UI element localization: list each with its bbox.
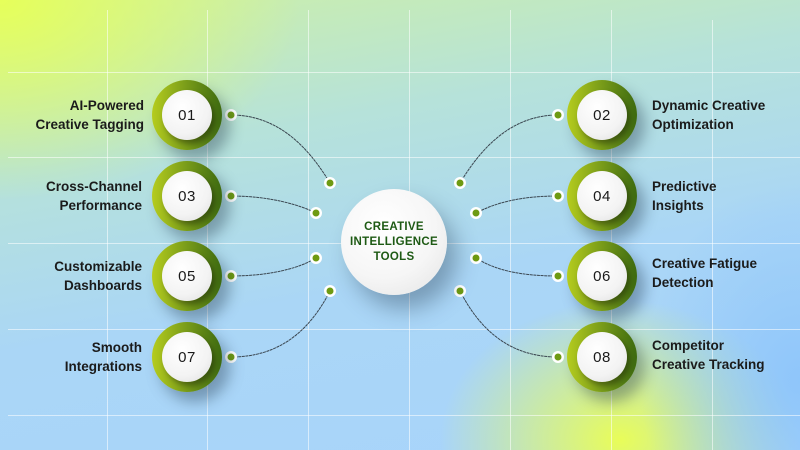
label-line: Creative Tracking bbox=[652, 357, 765, 372]
label-line: Dashboards bbox=[63, 278, 142, 293]
grid-line bbox=[8, 329, 800, 330]
node-06: 06 bbox=[567, 241, 637, 311]
connector-04 bbox=[475, 195, 559, 214]
label-03: Cross-Channel Performance bbox=[46, 177, 142, 215]
label-line: Insights bbox=[652, 198, 704, 213]
label-08: Competitor Creative Tracking bbox=[652, 336, 765, 374]
node-number: 06 bbox=[577, 251, 627, 301]
label-02: Dynamic Creative Optimization bbox=[652, 96, 765, 134]
center-title: CREATIVE INTELLIGENCE TOOLS bbox=[350, 220, 438, 265]
node-02: 02 bbox=[567, 80, 637, 150]
label-line: Creative Tagging bbox=[35, 117, 144, 132]
node-03: 03 bbox=[152, 161, 222, 231]
node-01: 01 bbox=[152, 80, 222, 150]
node-07: 07 bbox=[152, 322, 222, 392]
node-05: 05 bbox=[152, 241, 222, 311]
label-line: Detection bbox=[652, 275, 714, 290]
grid-line bbox=[8, 72, 800, 73]
label-line: Customizable bbox=[54, 259, 142, 274]
node-08: 08 bbox=[567, 322, 637, 392]
connector-03 bbox=[230, 195, 317, 214]
connector-dots bbox=[225, 109, 564, 363]
grid-line bbox=[207, 10, 208, 450]
node-number: 07 bbox=[162, 332, 212, 382]
center-title-line: CREATIVE bbox=[364, 220, 424, 233]
label-line: Cross-Channel bbox=[45, 179, 142, 194]
connector-06 bbox=[475, 257, 559, 277]
center-title-line: TOOLS bbox=[373, 250, 415, 263]
node-number: 03 bbox=[162, 171, 212, 221]
center-title-line: INTELLIGENCE bbox=[350, 235, 438, 248]
grid-line bbox=[8, 415, 800, 416]
label-07: Smooth Integrations bbox=[65, 338, 142, 376]
connector-05 bbox=[230, 257, 317, 277]
label-line: Smooth bbox=[91, 340, 142, 355]
label-line: Creative Fatigue bbox=[652, 256, 758, 271]
connector-01 bbox=[230, 114, 331, 184]
label-01: AI-Powered Creative Tagging bbox=[35, 96, 144, 134]
center-hub: CREATIVE INTELLIGENCE TOOLS bbox=[341, 189, 447, 295]
label-line: Integrations bbox=[64, 359, 142, 374]
label-05: Customizable Dashboards bbox=[54, 257, 142, 295]
node-04: 04 bbox=[567, 161, 637, 231]
grid-line bbox=[510, 10, 511, 450]
node-number: 08 bbox=[577, 332, 627, 382]
label-line: Optimization bbox=[652, 117, 734, 132]
label-line: Competitor bbox=[652, 338, 724, 353]
node-number: 01 bbox=[162, 90, 212, 140]
label-line: Performance bbox=[59, 198, 142, 213]
label-line: AI-Powered bbox=[69, 98, 144, 113]
label-04: Predictive Insights bbox=[652, 177, 717, 215]
grid-line bbox=[611, 10, 612, 450]
connector-02 bbox=[459, 114, 559, 184]
label-line: Dynamic Creative bbox=[652, 98, 766, 113]
node-number: 04 bbox=[577, 171, 627, 221]
node-number: 05 bbox=[162, 251, 212, 301]
connector-08 bbox=[459, 290, 559, 358]
label-line: Predictive bbox=[652, 179, 717, 194]
grid-line bbox=[107, 10, 108, 450]
connector-07 bbox=[230, 290, 331, 358]
grid-line bbox=[712, 20, 713, 450]
grid-line bbox=[308, 10, 309, 450]
label-06: Creative Fatigue Detection bbox=[652, 254, 757, 292]
grid-line bbox=[8, 157, 800, 158]
node-number: 02 bbox=[577, 90, 627, 140]
